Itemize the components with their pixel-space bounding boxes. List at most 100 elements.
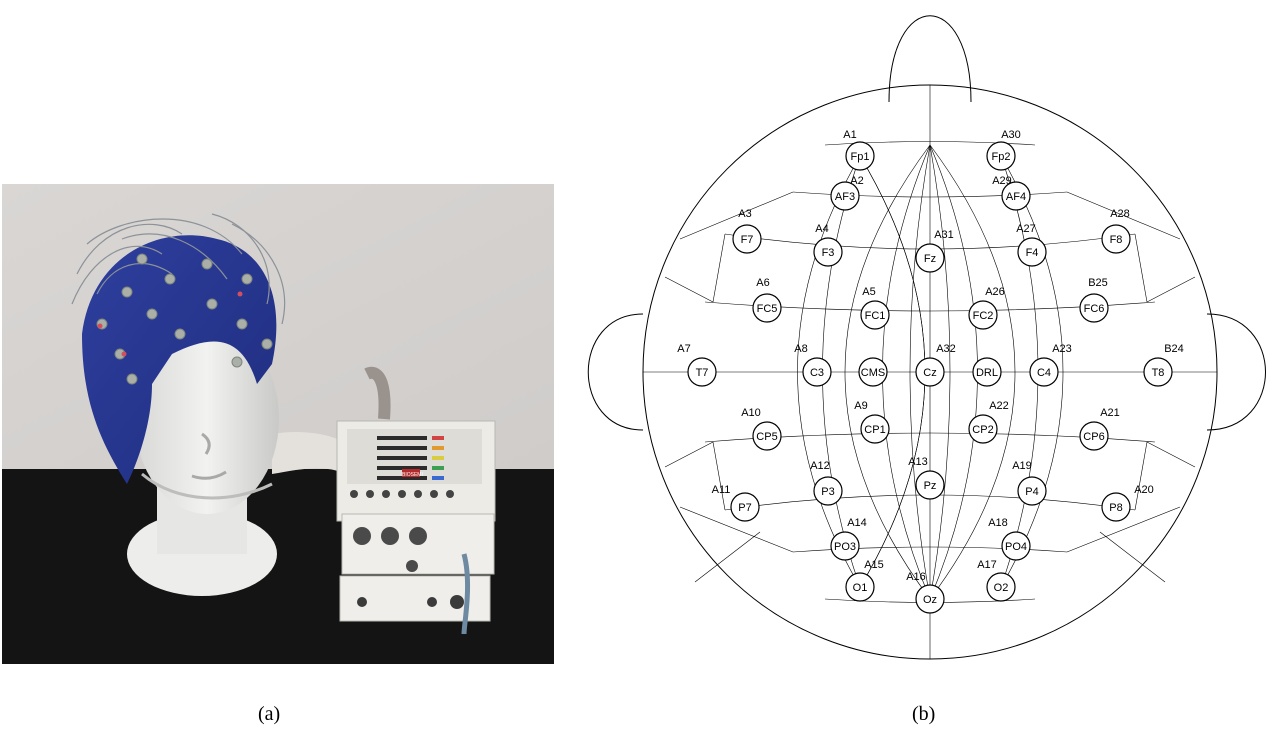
- electrode-name: Fp1: [851, 151, 870, 163]
- electrode-channel-label: A22: [989, 400, 1009, 412]
- eeg-cap-illustration: BIOSEMI: [2, 184, 554, 664]
- electrode-name: P3: [821, 486, 834, 498]
- electrode-name: O2: [994, 582, 1009, 594]
- electrode-fp1: Fp1 A1: [843, 129, 875, 171]
- electrode-circle: [845, 141, 875, 171]
- electrode-pz: Pz A13: [908, 456, 945, 500]
- electrode-circle: [1001, 181, 1031, 211]
- electrode-circle: [915, 243, 945, 273]
- electrode-channel-label: A3: [738, 208, 751, 220]
- electrode-o2: O2 A17: [977, 559, 1016, 602]
- electrode-wires: [71, 213, 286, 325]
- fiber-cable: [461, 553, 471, 635]
- electrode-group: Fp1A1Fp2A30AF3A2AF4A29F7A3F3A4FzA31F4A27…: [677, 129, 1184, 614]
- left-ear-outline: [587, 313, 644, 431]
- electrode-channel-label: A15: [864, 559, 884, 571]
- electrode-name: FC5: [757, 303, 778, 315]
- electrode-name: F4: [1026, 247, 1039, 259]
- electrode-channel-label: A5: [862, 286, 875, 298]
- electrode-channel-label: A28: [1110, 208, 1130, 220]
- eeg-cap-photo: BIOSEMI: [2, 184, 554, 664]
- electrode-circle: [986, 572, 1016, 602]
- electrode-circle: [802, 357, 832, 387]
- electrode-circle: [813, 237, 843, 267]
- electrode-channel-label: A13: [908, 456, 928, 468]
- electrode-name: F8: [1110, 234, 1123, 246]
- electrode-t8: T8 B24: [1143, 343, 1184, 387]
- electrode-name: Pz: [924, 480, 937, 492]
- electrode-channel-label: A29: [992, 175, 1012, 187]
- electrode-name: F7: [741, 234, 754, 246]
- ribbon-cable: [364, 366, 391, 420]
- electrode-name: Fp2: [992, 151, 1011, 163]
- electrode-name: AF4: [1006, 191, 1026, 203]
- eeg-cap: [82, 235, 277, 484]
- electrode-circle: [732, 224, 762, 254]
- electrode-p3: P3 A12: [810, 460, 843, 506]
- nose-outline: [888, 15, 972, 103]
- electrode-fc1: FC1 A5: [860, 286, 890, 330]
- electrode-channel-label: A8: [794, 343, 807, 355]
- electrode-circle: [752, 421, 782, 451]
- electrode-channel-label: B24: [1164, 343, 1184, 355]
- electrode-channel-label: A6: [756, 277, 769, 289]
- electrode-channel-label: A17: [977, 559, 997, 571]
- electrode-clips: [96, 253, 273, 385]
- caption-b: (b): [912, 703, 936, 725]
- electrode-circle: [752, 293, 782, 323]
- electrode-name: P7: [738, 502, 751, 514]
- electrode-circle: [830, 181, 860, 211]
- electrode-name: FC1: [865, 310, 886, 322]
- electrode-channel-label: A1: [843, 129, 856, 141]
- electrode-circle: [830, 531, 860, 561]
- caption-a: (a): [258, 703, 281, 725]
- mannequin-head: [135, 324, 279, 514]
- electrode-channel-label: A30: [1001, 129, 1021, 141]
- electrode-name: PO4: [1005, 541, 1027, 553]
- flat-cable: [272, 432, 347, 474]
- electrode-channel-label: A23: [1052, 343, 1072, 355]
- electrode-name: C3: [810, 367, 824, 379]
- electrode-channel-label: A7: [677, 343, 690, 355]
- electrode-channel-label: A2: [850, 175, 863, 187]
- electrode-circle: [1079, 293, 1109, 323]
- electrode-f8: F8 A28: [1101, 208, 1131, 254]
- electrode-name: O1: [853, 582, 868, 594]
- electrode-o1: O1 A15: [845, 559, 884, 602]
- electrode-circle: [1143, 357, 1173, 387]
- electrode-name: T8: [1152, 367, 1165, 379]
- electrode-channel-label: A27: [1016, 223, 1036, 235]
- electrode-fp2: Fp2 A30: [986, 129, 1021, 171]
- electrode-name: T7: [696, 367, 709, 379]
- electrode-drl: DRL: [972, 357, 1002, 387]
- electrode-t7: T7 A7: [677, 343, 717, 387]
- electrode-f7: F7 A3: [732, 208, 762, 254]
- electrode-name: CP2: [972, 424, 993, 436]
- electrode-circle: [687, 357, 717, 387]
- electrode-circle: [915, 470, 945, 500]
- electrode-channel-label: A12: [810, 460, 830, 472]
- electrode-f4: F4 A27: [1016, 223, 1047, 267]
- electrode-circle: [845, 572, 875, 602]
- electrode-channel-label: A4: [815, 223, 828, 235]
- electrode-circle: [1017, 237, 1047, 267]
- electrode-fc5: FC5 A6: [752, 277, 782, 323]
- electrode-name: CMS: [861, 367, 885, 379]
- electrode-cms: CMS: [858, 357, 888, 387]
- electrode-circle: [1001, 531, 1031, 561]
- electrode-channel-label: A11: [712, 484, 731, 496]
- electrode-circle: [858, 357, 888, 387]
- electrode-name: AF3: [835, 191, 855, 203]
- electrode-channel-label: A18: [988, 517, 1008, 529]
- electrode-name: Oz: [923, 594, 937, 606]
